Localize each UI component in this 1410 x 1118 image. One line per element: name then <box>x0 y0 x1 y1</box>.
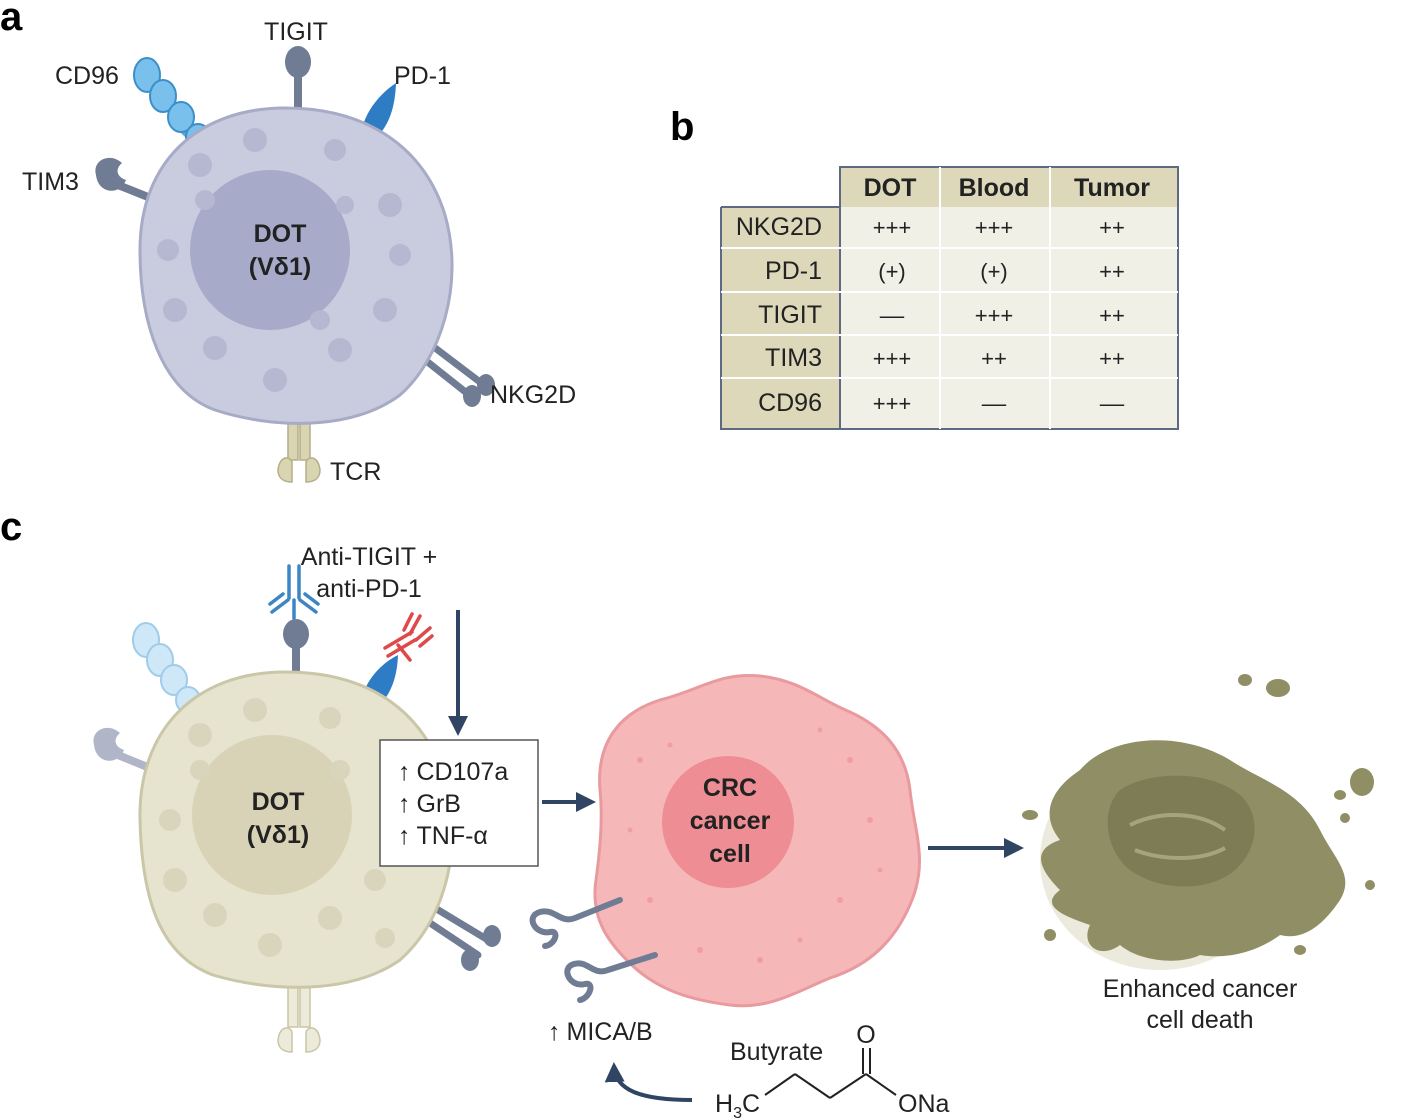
treatment-label-line1: Anti-TIGIT + <box>301 543 437 571</box>
death-label-line2: cell death <box>1146 1006 1253 1034</box>
table-header-dot: DOT <box>864 174 917 202</box>
tcr-label-a: TCR <box>330 458 381 486</box>
mica-ligand-icon <box>529 897 658 1003</box>
effect-item-cd107a: ↑CD107a <box>398 758 508 786</box>
table-row-label-cd96: CD96 <box>758 389 822 417</box>
table-cell: ++ <box>1099 215 1125 240</box>
dot-subtype-label-c: (Vδ1) <box>247 821 309 849</box>
table-cell: (+) <box>980 259 1008 284</box>
table-cell: +++ <box>873 346 912 371</box>
butyrate-oxygen: O <box>856 1021 875 1049</box>
table-header-tumor: Tumor <box>1074 174 1150 202</box>
table-cell: (+) <box>878 259 906 284</box>
anti-tigit-antibody-icon <box>268 564 320 620</box>
butyrate-structure <box>764 1048 897 1099</box>
table-cell: –– <box>880 303 905 328</box>
table-cell: –– <box>1100 391 1125 416</box>
effects-box <box>379 739 539 867</box>
table-cell: +++ <box>873 391 912 416</box>
tim3-label-a: TIM3 <box>22 168 79 196</box>
cd96-label-a: CD96 <box>55 62 119 90</box>
table-row-label-tim3: TIM3 <box>765 344 822 372</box>
table-cell: ++ <box>1099 346 1125 371</box>
table-cell: ++ <box>1099 259 1125 284</box>
tcr-receptor-c <box>277 964 321 1053</box>
effect-item-grb: ↑GrB <box>398 790 461 818</box>
dead-cancer-cell <box>1022 674 1375 970</box>
nkg2d-label-a: NKG2D <box>490 381 576 409</box>
crc-cancer-cell <box>593 673 921 1008</box>
table-row-label-pd1: PD-1 <box>765 257 822 285</box>
tcr-receptor <box>277 394 321 483</box>
dot-cell-a <box>138 106 454 425</box>
butyrate-methyl: H3C <box>715 1090 760 1118</box>
anti-pd1-antibody-icon <box>383 612 434 662</box>
panel-b-letter: b <box>670 105 694 149</box>
death-label-line1: Enhanced cancer <box>1103 975 1298 1003</box>
table-header-blood: Blood <box>959 174 1030 202</box>
dot-subtype-label-a: (Vδ1) <box>249 253 311 281</box>
table-row-label-tigit: TIGIT <box>758 301 822 329</box>
dot-label-a: DOT <box>254 220 307 248</box>
expression-table <box>720 166 1179 430</box>
panel-a-letter: a <box>0 0 23 39</box>
table-cell: ++ <box>981 346 1007 371</box>
butyrate-sodium-salt: ONa <box>898 1090 950 1118</box>
table-cell: +++ <box>975 215 1014 240</box>
effect-item-tnf: ↑TNF-α <box>398 822 488 850</box>
dot-cell-c <box>138 670 454 989</box>
table-cell: ++ <box>1099 303 1125 328</box>
dot-label-c: DOT <box>252 788 305 816</box>
table-cell: –– <box>982 391 1007 416</box>
table-cell: +++ <box>975 303 1014 328</box>
butyrate-to-mica-arrow <box>604 1062 693 1102</box>
mica-label: ↑MICA/B <box>548 1018 653 1046</box>
butyrate-label: Butyrate <box>730 1038 823 1066</box>
panel-c-letter: c <box>0 505 22 549</box>
pd1-label-a: PD-1 <box>394 62 451 90</box>
cancer-cell-label-line3: cell <box>709 840 751 868</box>
table-row-label-nkg2d: NKG2D <box>736 213 822 241</box>
table-cell: +++ <box>873 215 912 240</box>
treatment-label-line2: anti-PD-1 <box>316 575 422 603</box>
tigit-label-a: TIGIT <box>264 18 328 46</box>
cancer-cell-label-line2: cancer <box>690 807 771 835</box>
cancer-cell-label-line1: CRC <box>703 774 757 802</box>
